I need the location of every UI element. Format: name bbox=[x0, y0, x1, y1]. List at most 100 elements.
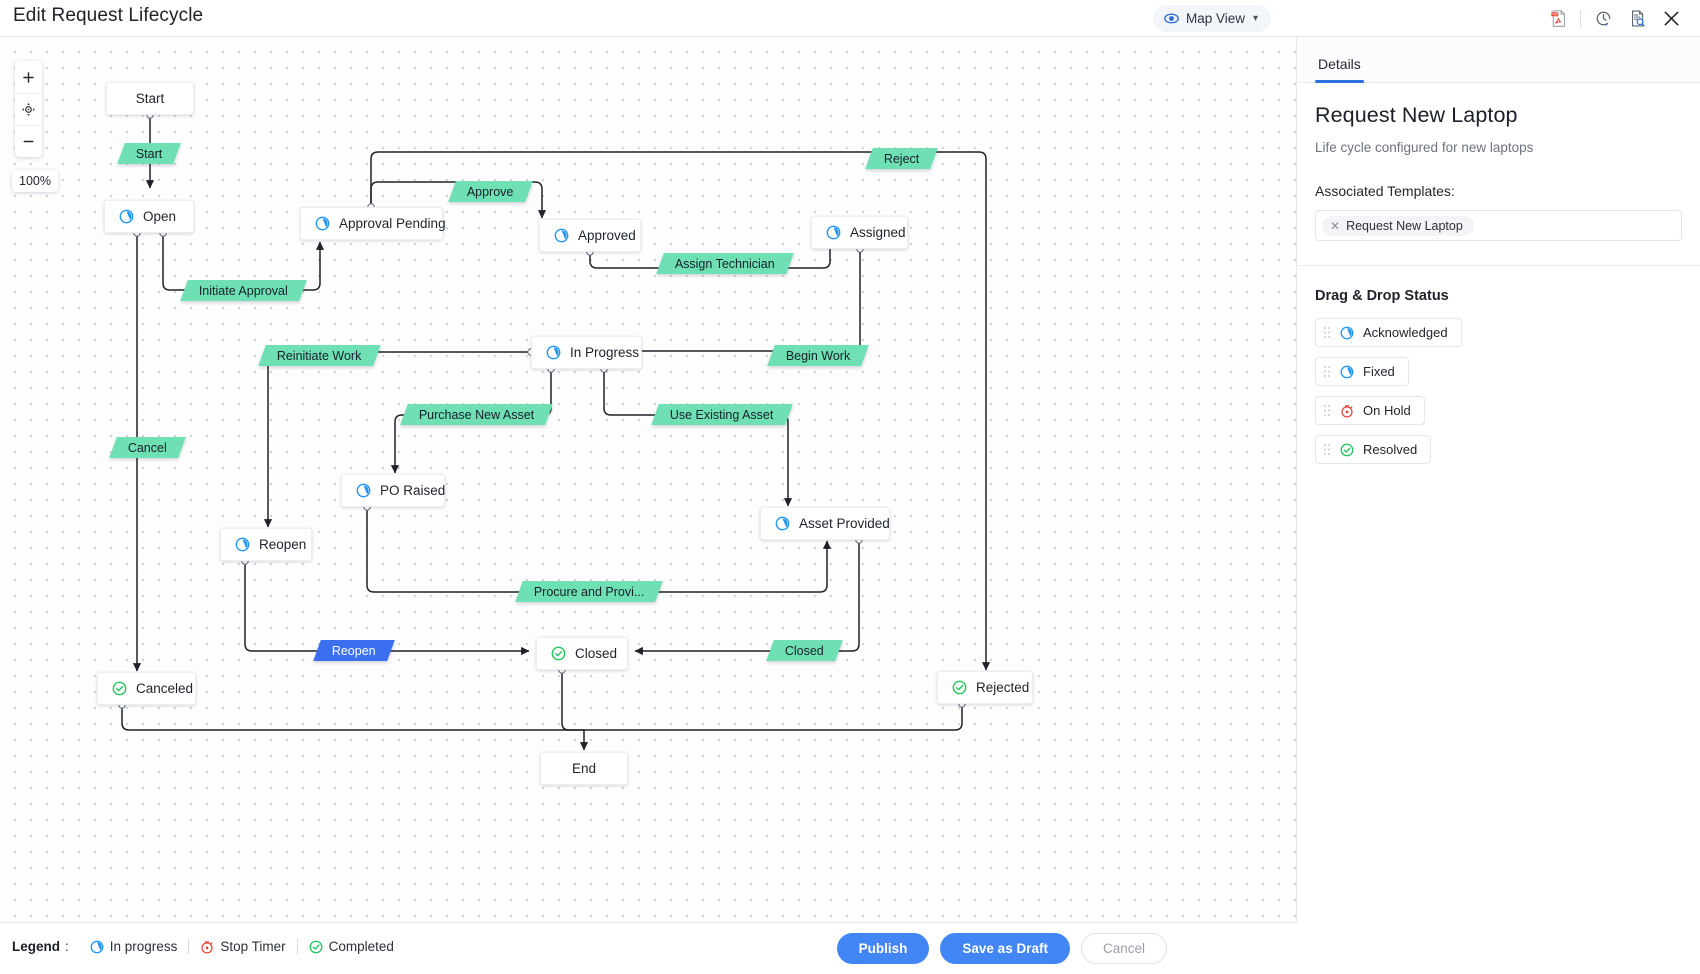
stop-timer-icon bbox=[1340, 404, 1354, 418]
panel-divider bbox=[1297, 265, 1700, 266]
associated-templates-label: Associated Templates: bbox=[1315, 183, 1455, 199]
node-label: Rejected bbox=[976, 680, 1030, 695]
map-view-dropdown[interactable]: Map View ▾ bbox=[1153, 5, 1272, 32]
history-clock-icon[interactable] bbox=[1586, 2, 1620, 36]
transition-procure-and-provision[interactable]: Procure and Provi... bbox=[515, 581, 664, 602]
in-progress-clock-icon bbox=[554, 228, 569, 243]
status-item-on-hold[interactable]: On Hold bbox=[1315, 396, 1425, 425]
transition-begin-work[interactable]: Begin Work bbox=[767, 345, 870, 366]
node-canceled[interactable]: Canceled bbox=[97, 672, 196, 705]
transition-initiate-approval[interactable]: Initiate Approval bbox=[180, 280, 307, 301]
in-progress-clock-icon bbox=[1340, 326, 1354, 340]
node-po-raised[interactable]: PO Raised bbox=[341, 474, 445, 507]
drag-drop-status-title: Drag & Drop Status bbox=[1315, 288, 1449, 304]
transition-label: Assign Technician bbox=[675, 256, 775, 271]
cancel-button[interactable]: Cancel bbox=[1080, 933, 1167, 964]
legend-label: In progress bbox=[109, 939, 178, 954]
status-item-label: Resolved bbox=[1363, 442, 1418, 457]
transition-start[interactable]: Start bbox=[117, 143, 182, 164]
chevron-down-icon: ▾ bbox=[1253, 12, 1259, 24]
transition-reject[interactable]: Reject bbox=[865, 148, 939, 169]
transition-label: Purchase New Asset bbox=[419, 407, 535, 422]
legend-divider bbox=[296, 939, 298, 954]
associated-templates-field[interactable]: ✕ Request New Laptop bbox=[1315, 210, 1682, 241]
status-item-fixed[interactable]: Fixed bbox=[1315, 357, 1409, 386]
drag-handle-icon[interactable] bbox=[1323, 404, 1331, 417]
zoom-controls[interactable] bbox=[15, 61, 42, 157]
status-item-label: Fixed bbox=[1363, 364, 1395, 379]
footer-actions: Publish Save as Draft Cancel bbox=[836, 933, 1167, 964]
completed-check-icon bbox=[551, 646, 566, 661]
transition-label: Approve bbox=[467, 184, 514, 199]
template-chip-label: Request New Laptop bbox=[1346, 218, 1463, 233]
transition-closed[interactable]: Closed bbox=[766, 640, 843, 661]
transition-label: Reopen bbox=[332, 643, 376, 658]
node-start[interactable]: Start bbox=[106, 82, 194, 115]
template-chip[interactable]: ✕ Request New Laptop bbox=[1322, 215, 1474, 236]
status-item-resolved[interactable]: Resolved bbox=[1315, 435, 1432, 464]
legend: Legend : In progress Stop Timer bbox=[12, 939, 405, 954]
details-panel: Details Request New Laptop Life cycle co… bbox=[1297, 37, 1700, 974]
node-label: PO Raised bbox=[380, 483, 446, 498]
transition-label: Begin Work bbox=[786, 348, 851, 363]
transition-purchase-new-asset[interactable]: Purchase New Asset bbox=[400, 404, 554, 425]
transition-approve[interactable]: Approve bbox=[448, 181, 533, 202]
svg-text:PDF: PDF bbox=[1551, 13, 1558, 17]
transition-label: Reinitiate Work bbox=[277, 348, 362, 363]
transition-cancel[interactable]: Cancel bbox=[109, 437, 186, 458]
zoom-level-indicator: 100% bbox=[12, 170, 58, 192]
legend-label: Completed bbox=[328, 939, 394, 954]
status-item-acknowledged[interactable]: Acknowledged bbox=[1315, 318, 1462, 347]
node-in-progress[interactable]: In Progress bbox=[531, 336, 642, 369]
completed-check-icon bbox=[112, 681, 127, 696]
header-divider bbox=[1580, 10, 1581, 27]
node-rejected[interactable]: Rejected bbox=[937, 671, 1033, 704]
in-progress-clock-icon bbox=[1340, 365, 1354, 379]
tab-details[interactable]: Details bbox=[1315, 56, 1364, 83]
transition-reinitiate-work[interactable]: Reinitiate Work bbox=[258, 345, 381, 366]
map-view-label: Map View bbox=[1186, 11, 1246, 26]
in-progress-clock-icon bbox=[356, 483, 371, 498]
lifecycle-canvas[interactable]: 100% Start Open Approval Pending Approve… bbox=[0, 37, 1297, 922]
panel-body: Request New Laptop Life cycle configured… bbox=[1297, 83, 1700, 464]
flow-edges bbox=[118, 111, 991, 751]
in-progress-clock-icon bbox=[119, 209, 134, 224]
node-approval-pending[interactable]: Approval Pending bbox=[300, 207, 446, 240]
zoom-fit-button[interactable] bbox=[15, 93, 42, 125]
node-approved[interactable]: Approved bbox=[539, 219, 641, 252]
transition-label: Procure and Provi... bbox=[534, 584, 645, 599]
transition-label: Cancel bbox=[128, 440, 167, 455]
document-search-icon[interactable] bbox=[1620, 2, 1654, 36]
node-asset-provided[interactable]: Asset Provided bbox=[760, 507, 890, 540]
transition-label: Reject bbox=[884, 151, 920, 166]
zoom-in-button[interactable] bbox=[15, 61, 42, 93]
node-reopen[interactable]: Reopen bbox=[220, 528, 312, 561]
transition-reopen[interactable]: Reopen bbox=[313, 640, 395, 661]
legend-title: Legend bbox=[12, 939, 61, 954]
close-icon[interactable] bbox=[1654, 2, 1688, 36]
node-open[interactable]: Open bbox=[104, 200, 194, 233]
node-closed[interactable]: Closed bbox=[536, 637, 628, 670]
node-assigned[interactable]: Assigned bbox=[811, 216, 908, 249]
pdf-export-icon[interactable]: PDF bbox=[1541, 2, 1575, 36]
legend-item-stop-timer: Stop Timer bbox=[189, 939, 296, 954]
publish-button[interactable]: Publish bbox=[836, 933, 930, 964]
node-label: Closed bbox=[575, 646, 618, 661]
legend-item-in-progress: In progress bbox=[79, 939, 189, 954]
close-icon[interactable]: ✕ bbox=[1330, 218, 1341, 233]
drag-handle-icon[interactable] bbox=[1323, 443, 1331, 456]
drag-handle-icon[interactable] bbox=[1323, 365, 1331, 378]
status-item-label: On Hold bbox=[1363, 403, 1411, 418]
save-as-draft-button[interactable]: Save as Draft bbox=[940, 933, 1070, 964]
eye-icon bbox=[1164, 11, 1179, 26]
node-end[interactable]: End bbox=[540, 752, 628, 785]
transition-assign-technician[interactable]: Assign Technician bbox=[656, 253, 794, 274]
zoom-out-button[interactable] bbox=[15, 125, 42, 157]
legend-colon: : bbox=[65, 939, 69, 954]
transition-label: Use Existing Asset bbox=[670, 407, 774, 422]
drag-handle-icon[interactable] bbox=[1323, 326, 1331, 339]
completed-check-icon bbox=[952, 680, 967, 695]
transition-use-existing-asset[interactable]: Use Existing Asset bbox=[651, 404, 793, 425]
app-header: Edit Request Lifecycle Map View ▾ PDF bbox=[0, 0, 1700, 37]
